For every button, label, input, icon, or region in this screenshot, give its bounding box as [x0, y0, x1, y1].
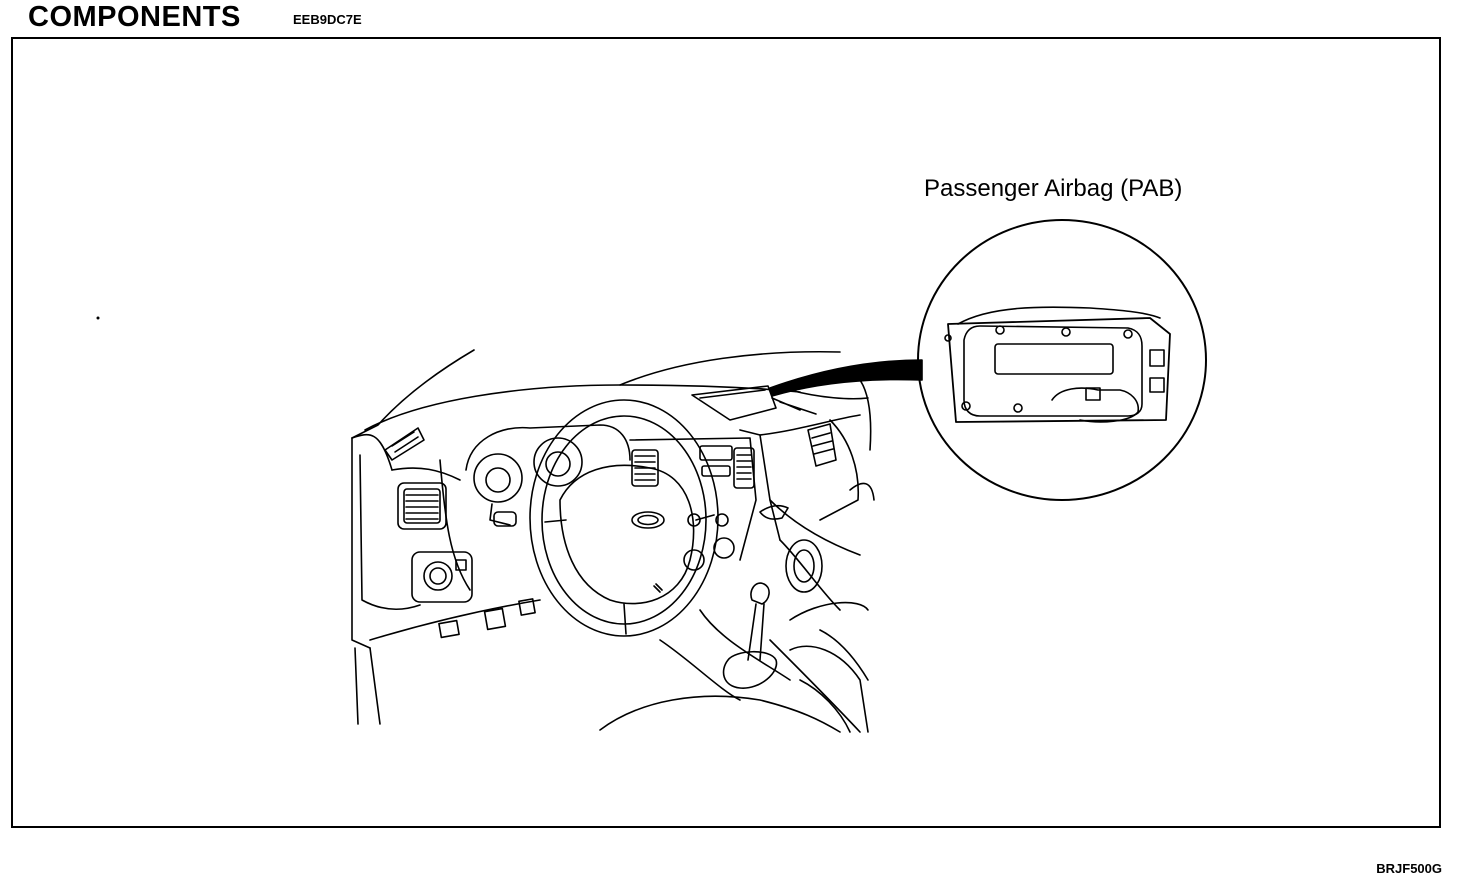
- page-title: COMPONENTS: [28, 1, 241, 33]
- diagram-frame: [11, 37, 1441, 828]
- instrument-cluster: [466, 425, 630, 526]
- pab-location-on-dash: [692, 386, 816, 420]
- glovebox-handle: [760, 506, 788, 519]
- pab-magnifier: [918, 220, 1206, 500]
- stray-dot: [96, 316, 100, 320]
- center-stack: [630, 438, 756, 570]
- left-vent-lower: [398, 483, 446, 529]
- kia-emblem: [632, 512, 664, 528]
- steering-wheel: [530, 400, 718, 636]
- dashboard-outline: [352, 350, 871, 724]
- seats: [600, 603, 868, 732]
- pedals: [439, 599, 535, 638]
- gear-shifter: [660, 583, 860, 732]
- passenger-airbag-label: Passenger Airbag (PAB): [924, 175, 1183, 202]
- door-speaker: [786, 483, 874, 592]
- section-code: EEB9DC7E: [293, 12, 362, 27]
- right-vent: [808, 424, 836, 466]
- left-vent-upper: [385, 428, 424, 460]
- figure-id: BRJF500G: [1376, 861, 1442, 876]
- callout-leader: [770, 360, 922, 396]
- light-switch-panel: [412, 552, 472, 602]
